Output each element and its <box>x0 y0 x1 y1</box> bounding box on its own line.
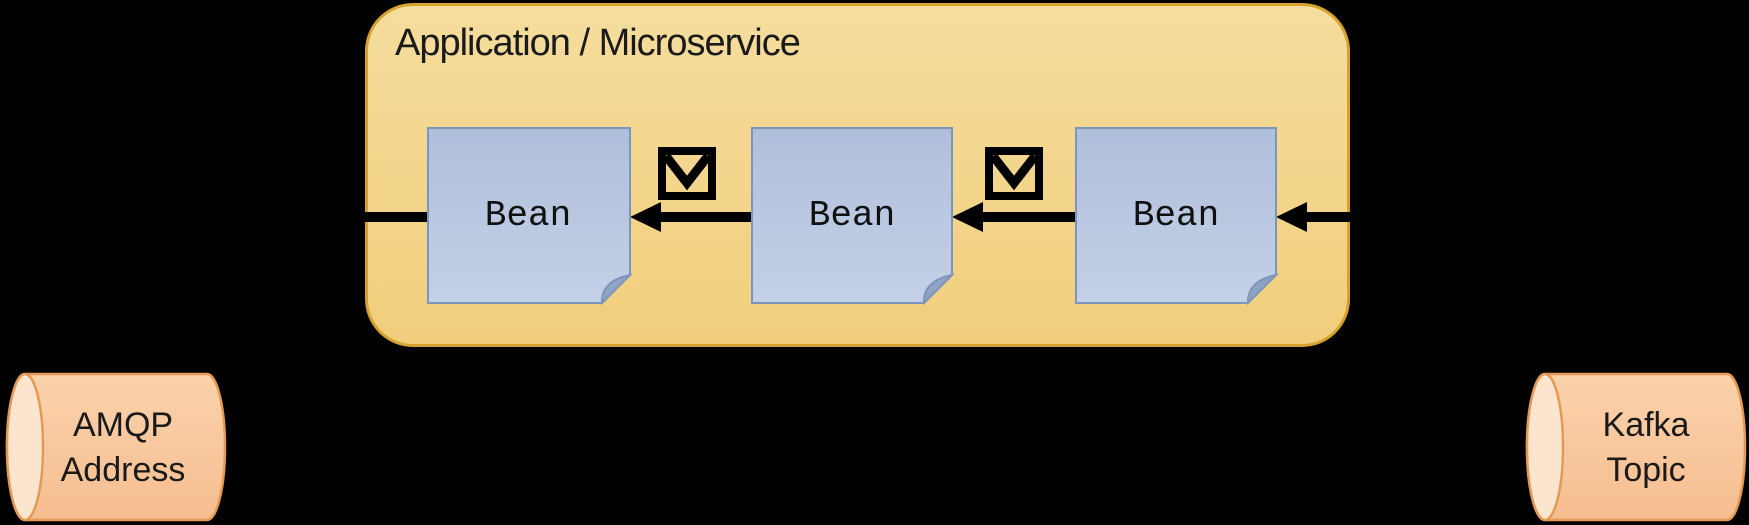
kafka-topic-label: Kafka Topic <box>1548 388 1744 508</box>
kafka-cylinder <box>1525 372 1747 522</box>
bean-note-3 <box>1075 127 1280 306</box>
bean-fold-2 <box>922 273 956 306</box>
arrowhead-into-bean1 <box>630 202 661 232</box>
bean-fold-3 <box>1246 273 1280 306</box>
kafka-cylinder-cap <box>1525 372 1565 522</box>
application-title: Application / Microservice <box>395 22 801 64</box>
bean-3-label: Bean <box>1132 195 1220 236</box>
bean-note-2 <box>751 127 956 306</box>
kafka-label-line1: Kafka <box>1602 406 1690 444</box>
bean-1-label: Bean <box>484 195 572 236</box>
amqp-label-line2: Address <box>60 451 186 489</box>
message-icon-1 <box>658 147 716 200</box>
arrowhead-into-bean3 <box>1276 202 1307 232</box>
bean-fold-1 <box>600 273 634 306</box>
arrowhead-into-bean2 <box>952 202 983 232</box>
kafka-label-line2: Topic <box>1606 451 1686 489</box>
amqp-address-label: AMQP Address <box>28 388 218 508</box>
bean-note-1 <box>427 127 634 306</box>
amqp-cylinder-cap <box>5 372 45 522</box>
arrowheads <box>630 202 1307 232</box>
amqp-cylinder <box>5 372 227 522</box>
bean-2-label: Bean <box>808 195 896 236</box>
bean-notes <box>427 127 1280 306</box>
amqp-label-line1: AMQP <box>72 406 174 444</box>
message-icon-2 <box>985 147 1043 200</box>
